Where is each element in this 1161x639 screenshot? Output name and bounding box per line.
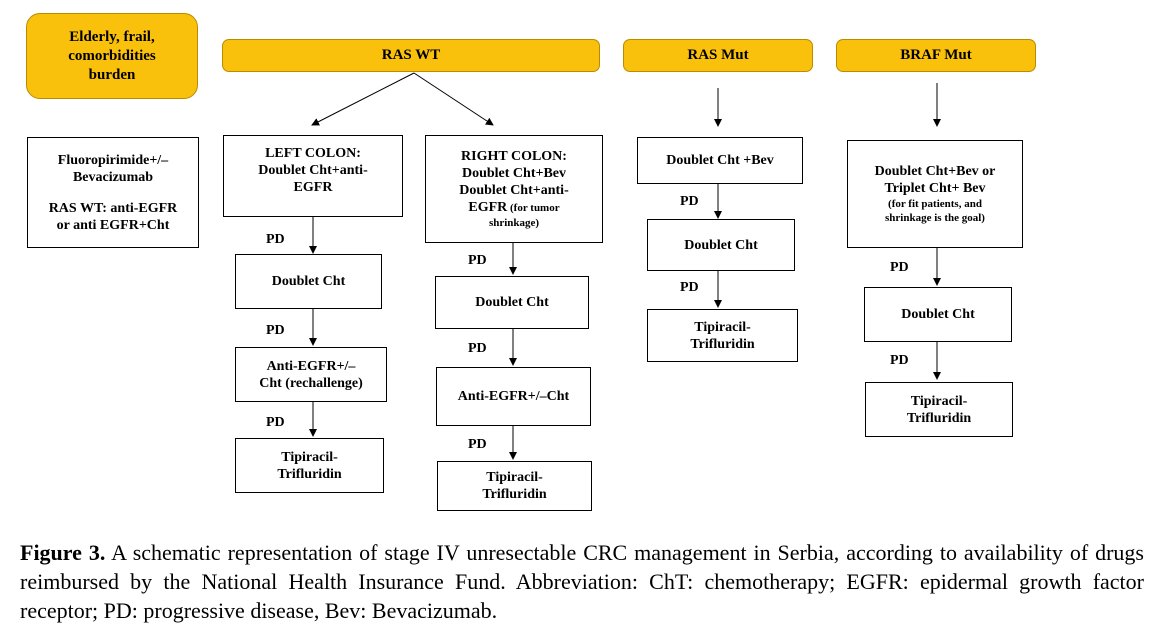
- header-ras-mut: RAS Mut: [623, 39, 813, 72]
- arrow-ras-wt-to-left: [311, 72, 415, 126]
- right-colon-box: RIGHT COLON: Doublet Cht+Bev Doublet Cht…: [425, 135, 603, 243]
- left-colon-box: LEFT COLON: Doublet Cht+anti- EGFR: [223, 135, 403, 217]
- braf-doublet-cht-box: Doublet Cht: [864, 287, 1012, 342]
- right-doublet-cht-box: Doublet Cht: [435, 276, 589, 329]
- pd-label: PD: [468, 253, 487, 268]
- pd-label: PD: [890, 353, 909, 368]
- flow-diagram: Elderly, frail, comorbidities burden RAS…: [26, 13, 1036, 511]
- elderly-treatment-box: Fluoropirimide+/– Bevacizumab RAS WT: an…: [27, 137, 199, 248]
- pd-label: PD: [468, 437, 487, 452]
- braf-first-line-box: Doublet Cht+Bev or Triplet Cht+ Bev (for…: [847, 140, 1023, 248]
- ras-mut-tipiracil-box: Tipiracil- Trifluridin: [647, 309, 798, 362]
- pd-label: PD: [680, 194, 699, 209]
- figure-caption: Figure 3. A schematic representation of …: [20, 538, 1144, 625]
- pd-label: PD: [680, 280, 699, 295]
- left-anti-egfr-box: Anti-EGFR+/– Cht (rechallenge): [235, 347, 387, 402]
- header-braf-mut: BRAF Mut: [836, 39, 1036, 72]
- arrow-layer: [309, 72, 941, 460]
- ras-mut-doublet-bev-box: Doublet Cht +Bev: [637, 137, 803, 184]
- pd-label: PD: [266, 232, 285, 247]
- left-doublet-cht-box: Doublet Cht: [235, 254, 382, 309]
- caption-label: Figure 3.: [20, 540, 106, 565]
- left-tipiracil-box: Tipiracil- Trifluridin: [235, 438, 384, 493]
- header-elderly: Elderly, frail, comorbidities burden: [26, 13, 198, 99]
- right-anti-egfr-box: Anti-EGFR+/–Cht: [436, 367, 591, 426]
- caption-text: A schematic representation of stage IV u…: [20, 540, 1144, 623]
- arrow-ras-wt-to-right: [413, 72, 494, 126]
- pd-label: PD: [266, 415, 285, 430]
- header-ras-wt: RAS WT: [222, 39, 600, 72]
- pd-label: PD: [890, 260, 909, 275]
- pd-label: PD: [266, 323, 285, 338]
- right-tipiracil-box: Tipiracil- Trifluridin: [437, 461, 592, 511]
- ras-mut-doublet-cht-box: Doublet Cht: [647, 219, 795, 271]
- pd-label: PD: [468, 341, 487, 356]
- braf-tipiracil-box: Tipiracil- Trifluridin: [865, 382, 1013, 437]
